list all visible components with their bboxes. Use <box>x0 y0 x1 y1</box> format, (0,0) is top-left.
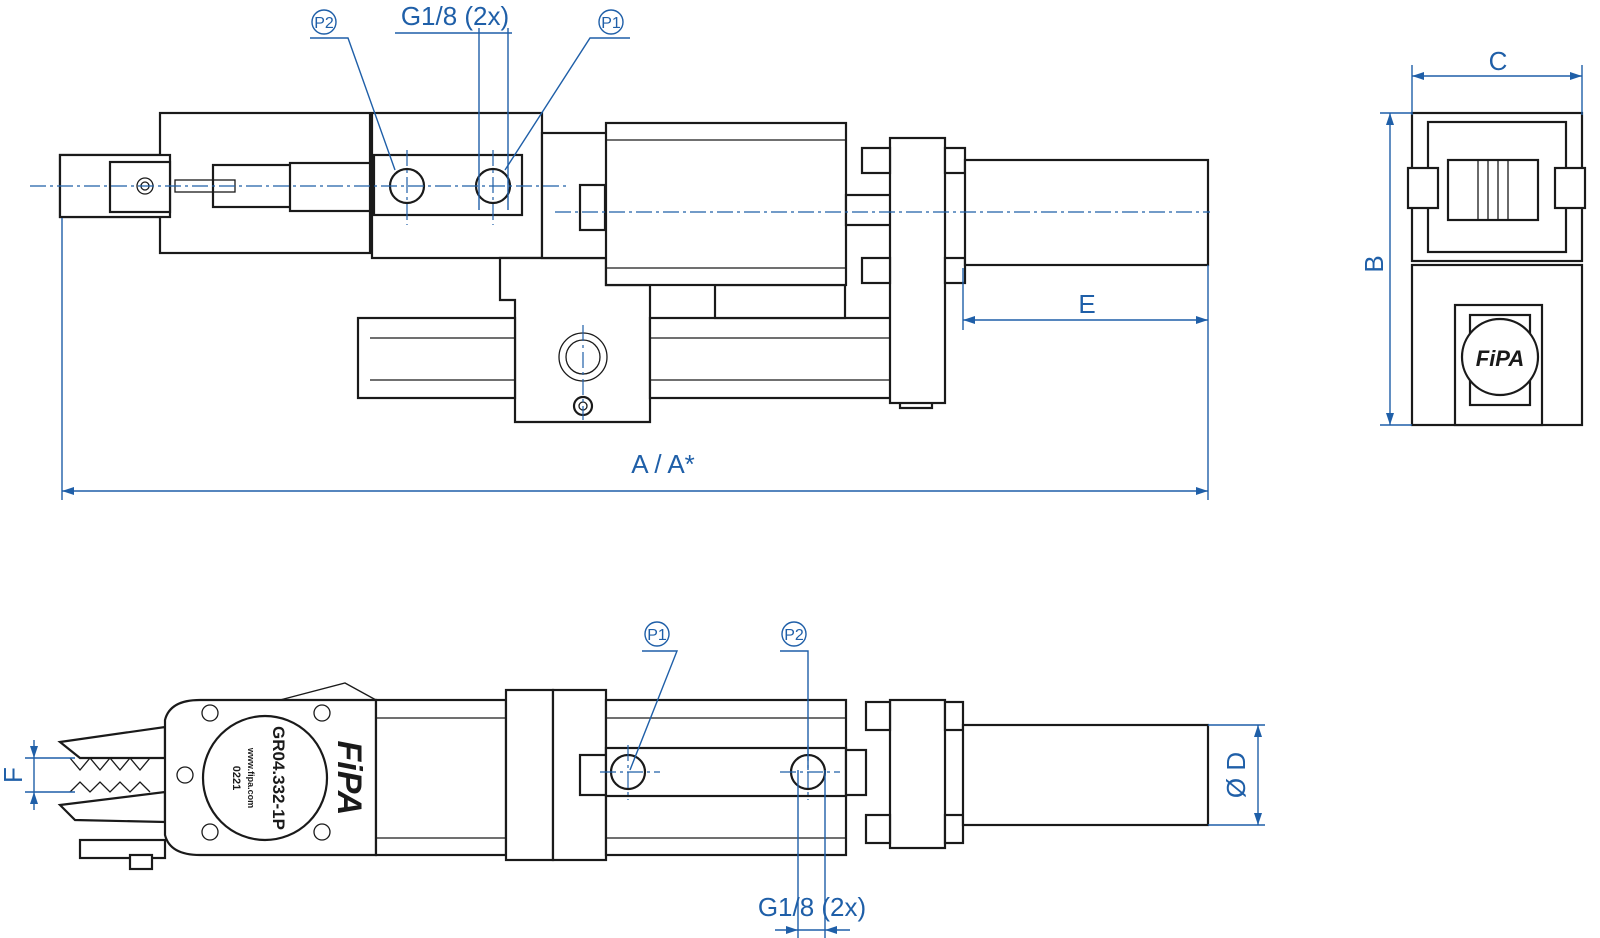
cylinder-body-top <box>604 121 848 287</box>
c-dimension-label: C <box>1489 46 1508 76</box>
part-number-engraving: GR04.332-1P <box>269 726 288 830</box>
p2-bottom-bubble <box>781 621 807 647</box>
d-dimension-label: Ø D <box>1221 752 1251 798</box>
jaw-upper <box>57 725 167 760</box>
p1-top-bubble <box>598 9 624 35</box>
flange-bottom <box>888 698 947 850</box>
guide-rod-top <box>356 316 517 400</box>
p2-top-label: P2 <box>314 15 334 32</box>
top-view <box>30 111 1210 424</box>
e-dimension-label: E <box>1078 289 1095 319</box>
side-logo-text: FiPA <box>1476 346 1524 371</box>
logo-disc <box>1460 317 1540 397</box>
g18-bottom-label: G1/8 (2x) <box>758 892 866 922</box>
bottom-logo-text: FiPA <box>330 741 368 816</box>
piston-rod-bottom <box>961 723 1210 827</box>
url-engraving: www.fipa.com <box>246 747 256 808</box>
p2-bottom-label: P2 <box>784 627 804 644</box>
a-dimension-label: A / A* <box>631 449 695 479</box>
jaw-lower <box>57 790 167 824</box>
flange-top <box>888 136 947 405</box>
p1-bottom-label: P1 <box>647 627 667 644</box>
p2-top-bubble <box>311 9 337 35</box>
b-dimension-label: B <box>1359 255 1389 272</box>
code-engraving: 0221 <box>230 766 242 790</box>
end-view: FiPA <box>1406 111 1587 427</box>
p1-top-label: P1 <box>601 15 621 32</box>
label-disc <box>201 714 329 842</box>
g18-top-label: G1/8 (2x) <box>401 1 509 31</box>
f-dimension-label: F <box>0 767 28 783</box>
bottom-view: GR04.332-1P www.fipa.com 0221 FiPA <box>57 682 1210 871</box>
p1-bottom-bubble <box>644 621 670 647</box>
